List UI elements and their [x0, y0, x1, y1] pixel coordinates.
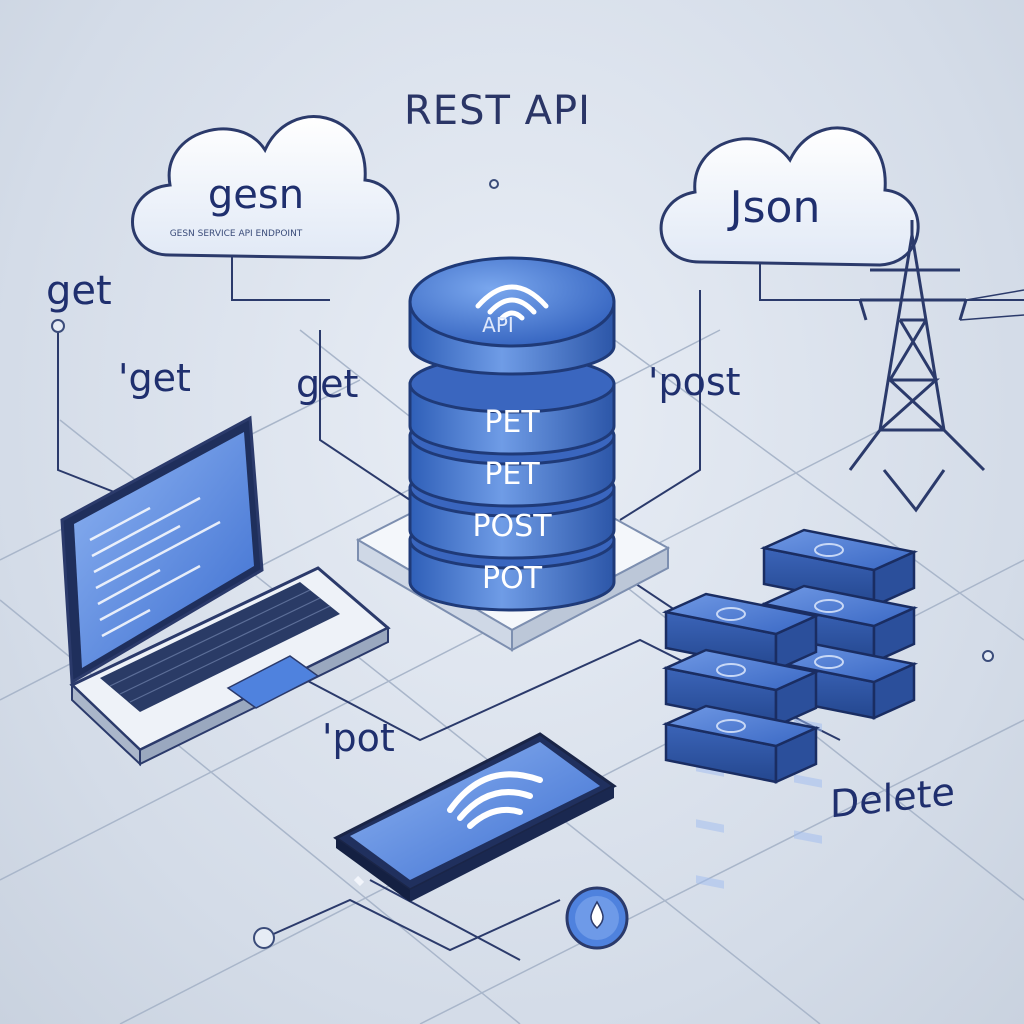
- database-disc-label: PET: [484, 457, 540, 492]
- database-icon: POT POST PET PET API: [408, 256, 616, 612]
- label-get-quote: 'get: [118, 356, 191, 400]
- label-get-left: get: [46, 268, 112, 314]
- water-drop-icon: [565, 886, 629, 950]
- label-post-quote: 'post: [648, 360, 741, 404]
- label-get-mid: get: [296, 362, 359, 406]
- cloud-right: Json: [659, 126, 920, 267]
- laptop-trackpad: [226, 655, 320, 709]
- transmission-tower-icon: [848, 220, 1024, 513]
- cloud-left-sublabel: GESN SERVICE API ENDPOINT: [170, 229, 303, 239]
- cloud-left: gesn GESN SERVICE API ENDPOINT: [131, 115, 400, 260]
- wifi-icon: [447, 771, 543, 829]
- wifi-icon: [475, 284, 549, 321]
- label-pot-quote: 'pot: [322, 716, 395, 760]
- cloud-left-label: gesn: [208, 172, 304, 218]
- database-cap: API: [408, 256, 616, 376]
- server-box: [661, 592, 821, 777]
- server-box: [661, 648, 821, 833]
- server-box: [759, 528, 919, 732]
- cloud-icon: [131, 115, 400, 260]
- cloud-right-label: Json: [727, 182, 821, 233]
- laptop-keyboard: [100, 582, 340, 712]
- database-disc-label: POST: [472, 509, 552, 544]
- server-rack-icon: [661, 528, 919, 889]
- smartphone-icon: [333, 732, 617, 902]
- database-cap-mark: API: [482, 313, 514, 337]
- server-box: [661, 704, 821, 889]
- laptop-icon: [60, 415, 391, 767]
- database-disc-label: PET: [484, 405, 540, 440]
- page-title: REST API: [404, 88, 591, 134]
- cloud-icon: [659, 126, 920, 267]
- database-disc-label: POT: [482, 561, 543, 596]
